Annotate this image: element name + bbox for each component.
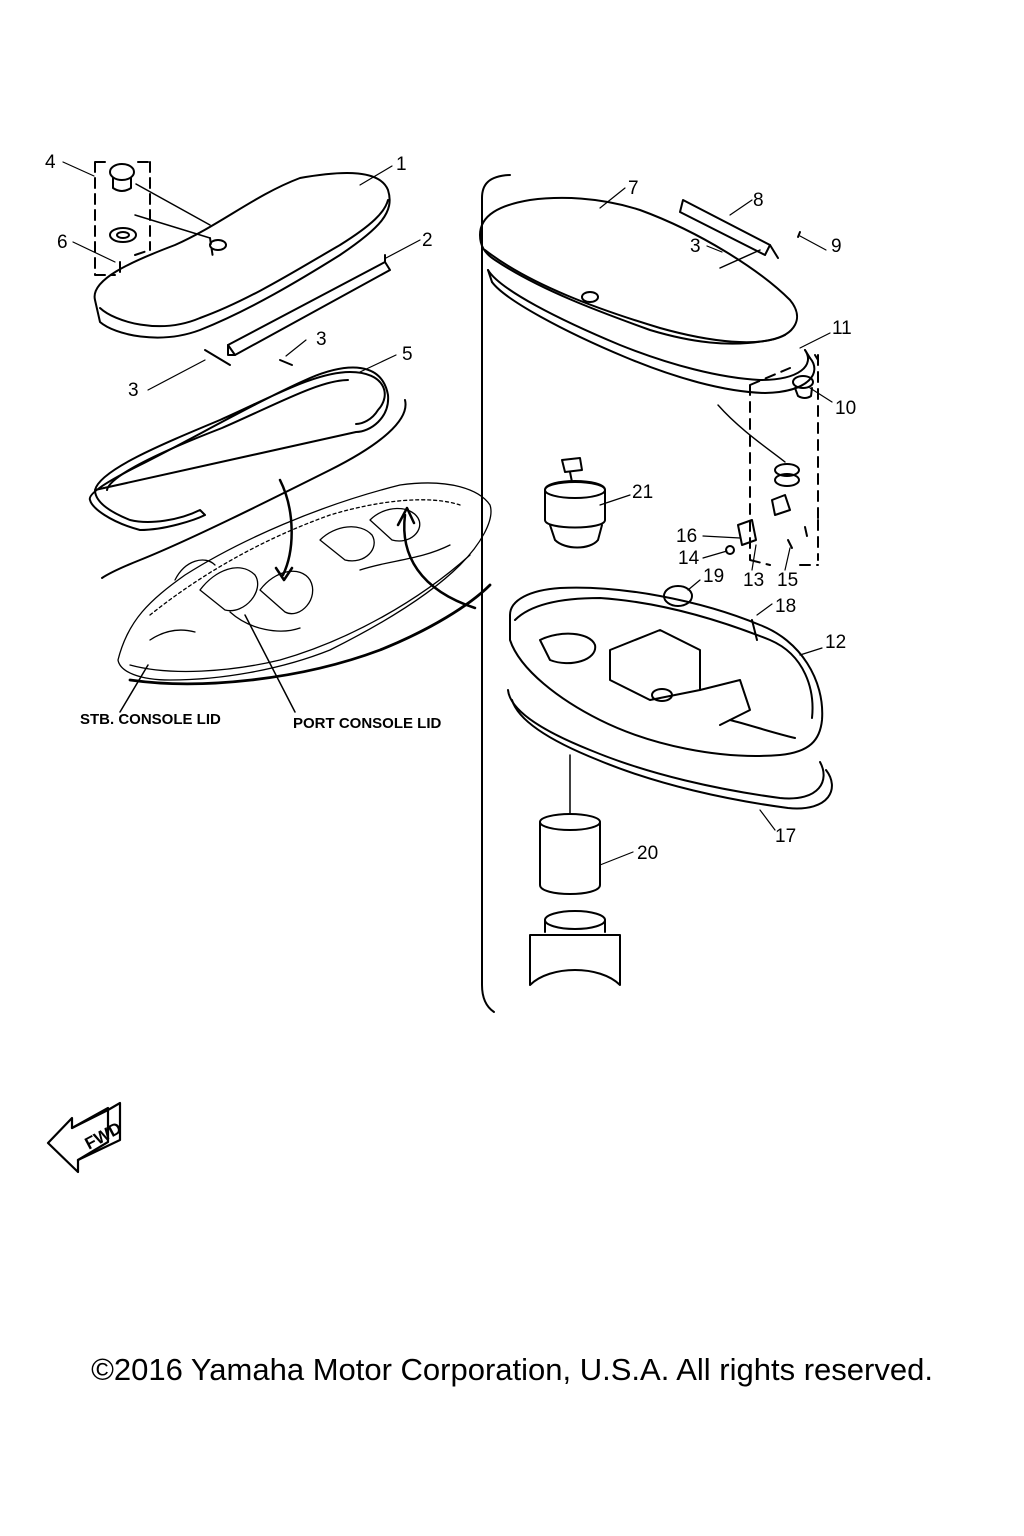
caption-leaders [119, 614, 296, 713]
callout-13: 13 [743, 570, 764, 591]
callout-9: 9 [831, 236, 842, 257]
screw-part-3 [204, 349, 293, 366]
boat-hull [117, 482, 492, 681]
callout-12: 12 [825, 632, 846, 653]
sleeve-part-20 [539, 813, 601, 895]
port-console-lid-label: PORT CONSOLE LID [293, 715, 442, 732]
callout-3a: 3 [316, 329, 327, 350]
installation-arrows [128, 478, 492, 686]
knob-group-4-6 [94, 161, 214, 276]
callout-leaders [62, 161, 833, 866]
copyright-notice: ©2016 Yamaha Motor Corporation, U.S.A. A… [91, 1352, 933, 1387]
callout-16: 16 [676, 526, 697, 547]
callout-18: 18 [775, 596, 796, 617]
base-part-20 [529, 910, 621, 986]
callout-3b: 3 [128, 380, 139, 401]
hinge-part-2 [227, 254, 391, 356]
lid-part-1 [93, 172, 391, 339]
enclosure-bracket-left [101, 399, 407, 579]
fwd-arrow-icon [46, 1101, 122, 1174]
lid-part-7 [479, 196, 799, 345]
callout-8: 8 [753, 190, 764, 211]
latch-group-10-15 [749, 354, 819, 566]
callout-10: 10 [835, 398, 856, 419]
callout-7: 7 [628, 178, 639, 199]
callout-14: 14 [678, 548, 700, 569]
callout-2: 2 [422, 230, 433, 251]
callout-numbers: 1 2 3 3 3 4 5 6 7 8 9 10 11 12 13 14 15 … [45, 152, 856, 864]
callout-17: 17 [775, 826, 796, 847]
callout-3c: 3 [690, 236, 701, 257]
callout-1: 1 [396, 154, 407, 175]
gasket-part-11 [487, 269, 816, 394]
callout-5: 5 [402, 344, 413, 365]
callout-4: 4 [45, 152, 56, 173]
seal-part-5 [88, 366, 390, 531]
ring-part-19 [663, 585, 693, 607]
callout-11: 11 [832, 318, 852, 339]
latch-parts [717, 375, 814, 555]
tray-part-12 [509, 586, 824, 757]
callout-15: 15 [777, 570, 798, 591]
pump-part-21 [544, 457, 606, 549]
gasket-part-17 [507, 689, 833, 810]
stb-console-lid-label: STB. CONSOLE LID [80, 711, 221, 728]
callout-21: 21 [632, 482, 653, 503]
assembly-bracket [481, 174, 511, 1013]
hinge-part-8 [679, 199, 779, 259]
callout-19: 19 [703, 566, 724, 587]
callout-6: 6 [57, 232, 68, 253]
callout-20: 20 [637, 843, 658, 864]
